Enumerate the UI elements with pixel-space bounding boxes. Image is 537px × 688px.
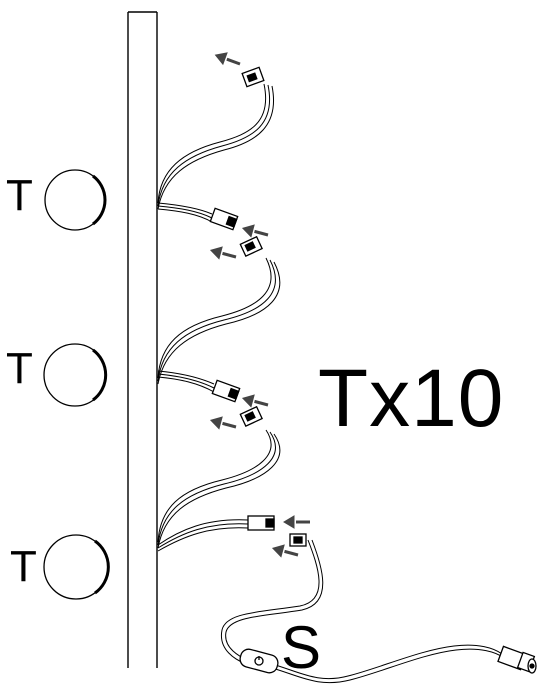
mounting-bar: [127, 11, 158, 668]
switch-icon: [239, 648, 279, 674]
tile-2: [43, 343, 108, 407]
tile-3: [43, 534, 110, 600]
cable-1-lead: [157, 202, 213, 223]
tile-1: [44, 169, 107, 231]
cable-1: [157, 83, 274, 210]
cable-3: [157, 429, 281, 552]
cable-2: [157, 257, 281, 393]
connector-icon: [209, 66, 307, 547]
arrow-icon: [209, 52, 310, 558]
switch-cable: [220, 539, 505, 684]
tile-marker-2: T: [6, 344, 33, 393]
switch-label: S: [281, 614, 322, 681]
tile-marker-3: T: [10, 542, 37, 591]
tile-marker-1: T: [6, 171, 33, 220]
quantity-label: Tx10: [318, 353, 505, 444]
power-plug-icon: [497, 645, 537, 674]
